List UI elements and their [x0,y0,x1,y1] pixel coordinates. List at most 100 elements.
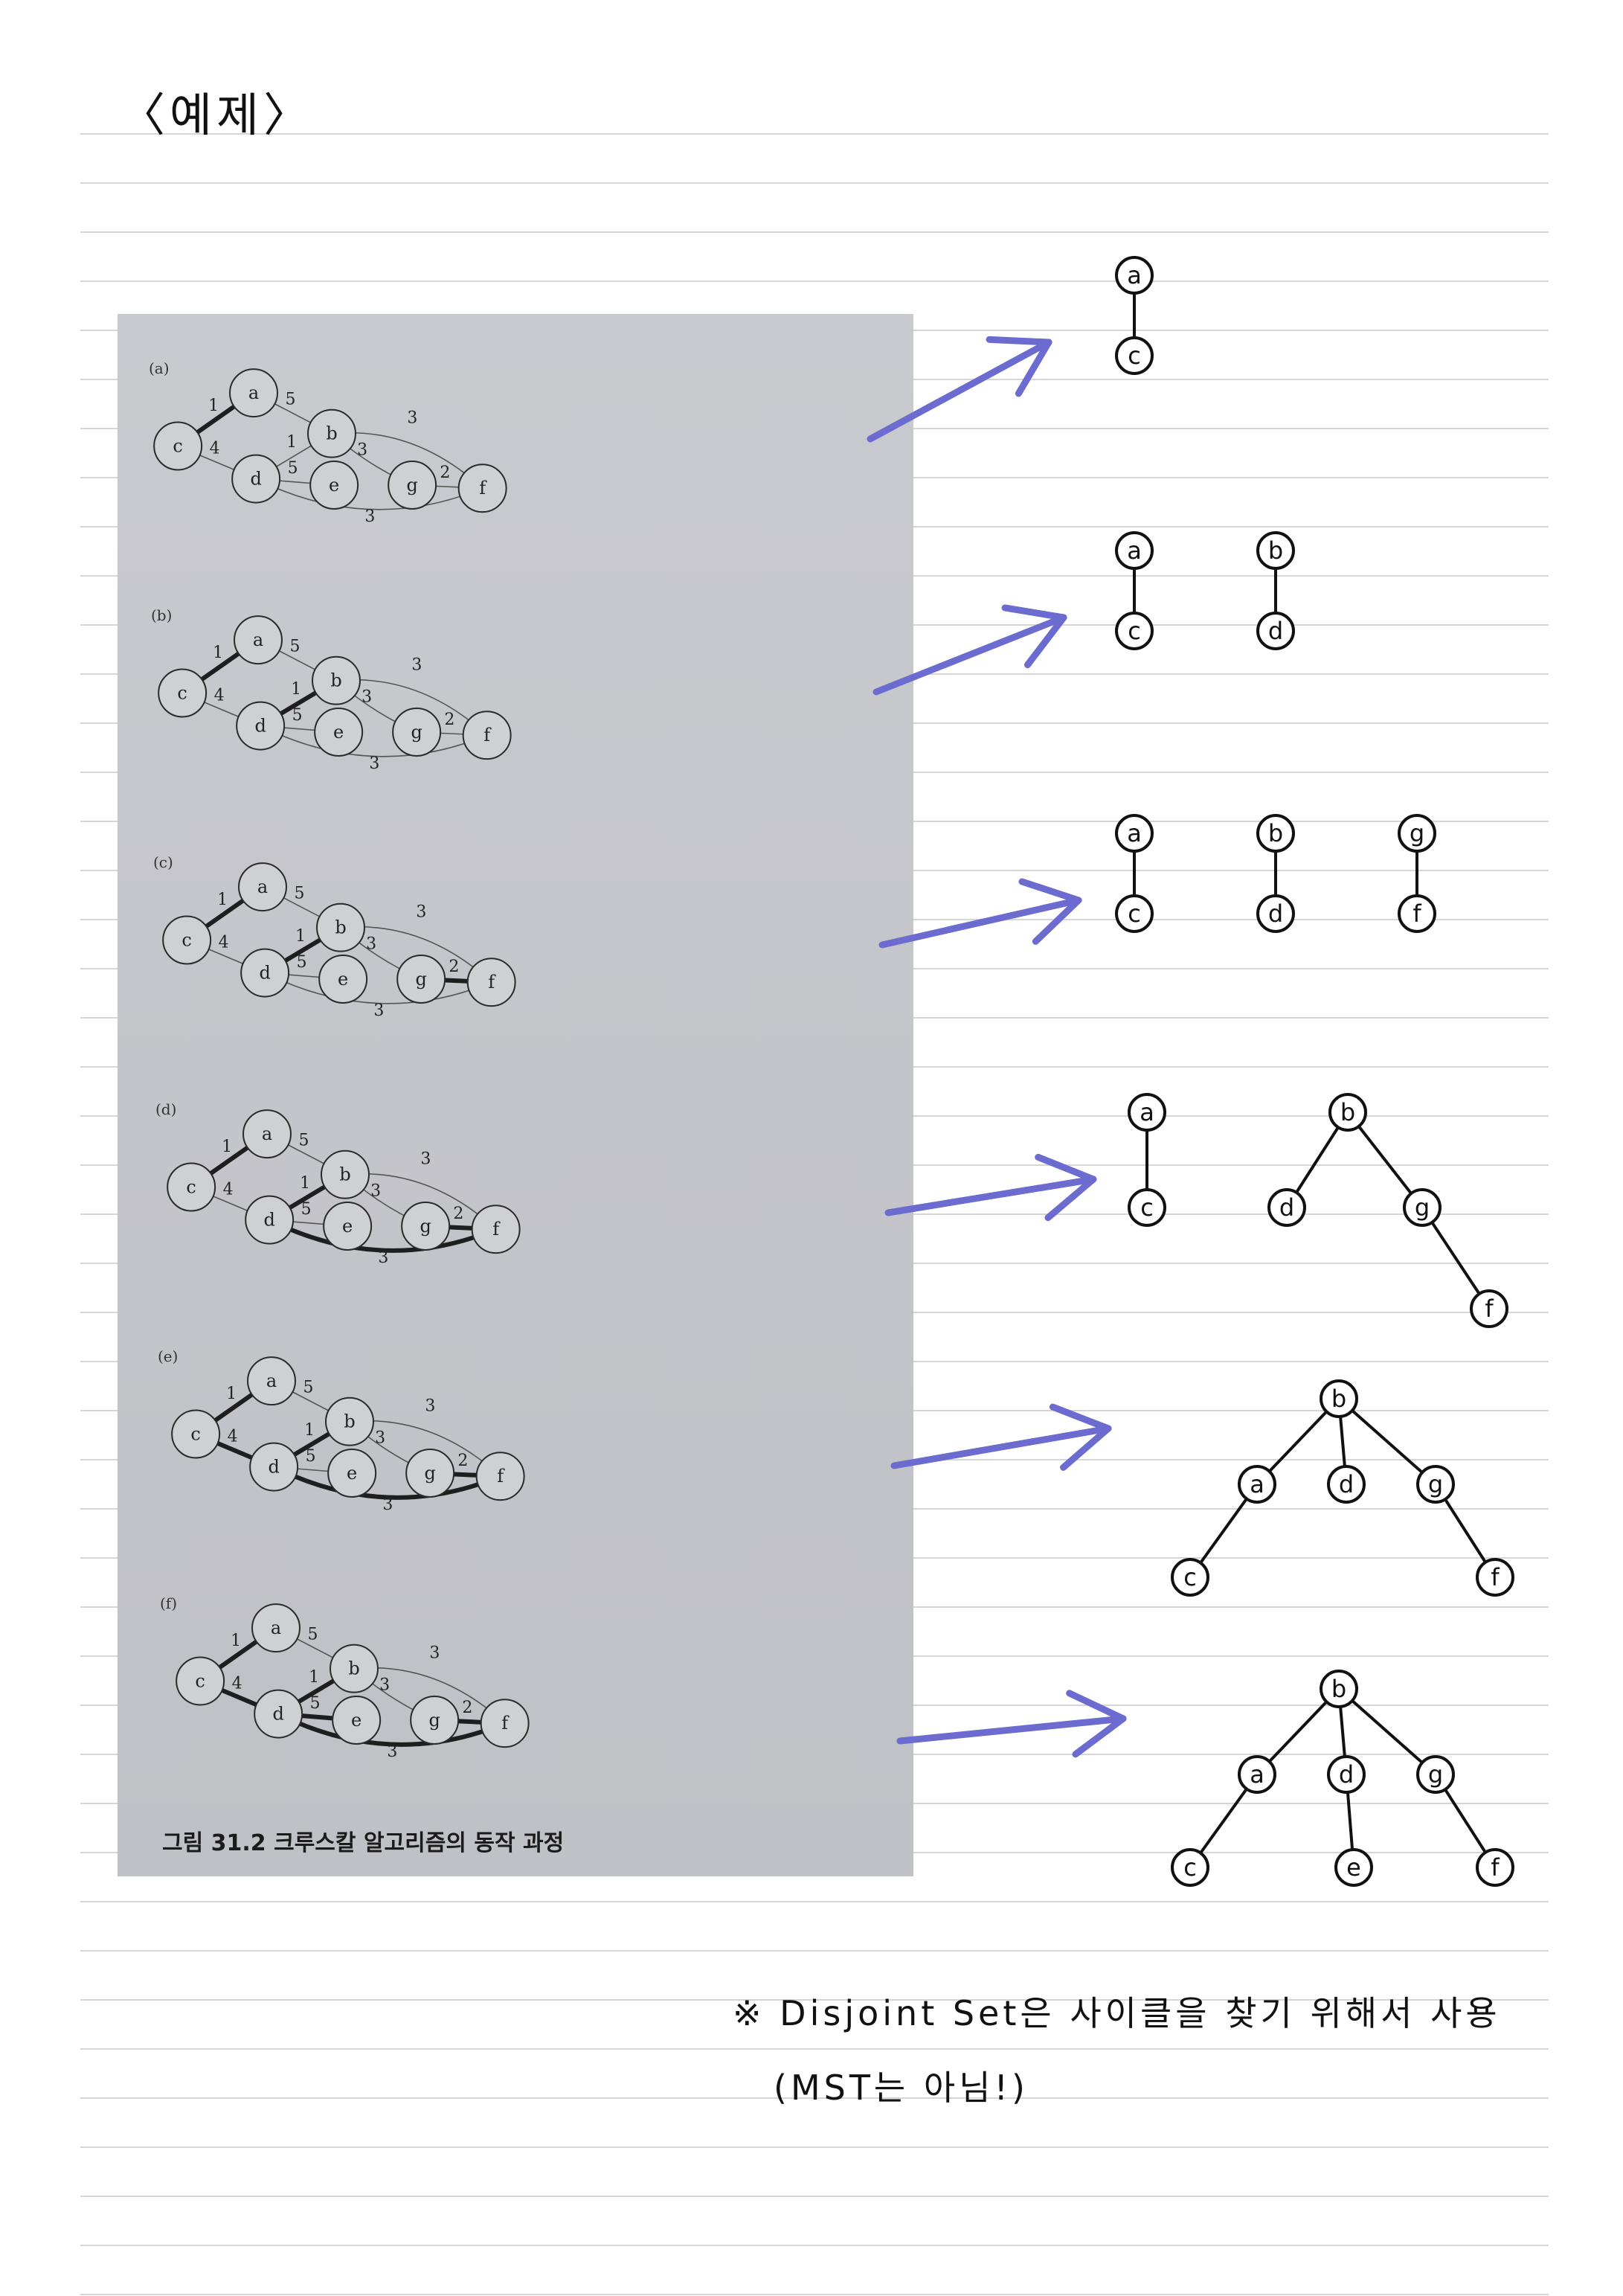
edge-weight-label: 3 [407,409,417,428]
edge-weight-label: 1 [213,644,223,662]
edge-weight-label: 5 [290,637,301,655]
forest-node-label: f [1485,1295,1494,1323]
edge-weight-label: 3 [387,1742,397,1761]
graph-node-a [234,615,283,665]
forest-node-a [1115,814,1154,853]
edge-weight-label: 5 [292,706,303,725]
forest-node-label: c [1183,1853,1197,1882]
forest-node-e [1334,1848,1373,1887]
edge-weight-label: 5 [299,1131,309,1149]
graph-node-d [240,948,290,998]
graph-node-label: b [348,1658,359,1679]
edge-weight-label: 3 [366,934,376,953]
graph-node-g [401,1202,451,1251]
arrow-shaft [872,614,1067,696]
forest-node-label: f [1491,1853,1500,1882]
edge-weight-label: 1 [286,433,297,452]
graph-node-label: f [492,1219,501,1240]
forest-node-g [1403,1188,1442,1227]
graph-node-b [321,1149,370,1199]
graph-node-label: a [266,1370,277,1391]
graph-node-b [307,408,356,458]
step-label: (c) [153,853,173,871]
graph-node-label: f [488,972,496,993]
edge-weight-label: 4 [214,687,225,705]
edge-weight-label: 2 [462,1699,472,1717]
graph-node-label: e [347,1463,357,1484]
forest-node-d [1267,1188,1306,1227]
graph-node-c [167,1162,216,1212]
forest-node-b [1328,1093,1367,1132]
page-title: 〈예제〉 [119,88,315,142]
graph-node-a [242,1109,292,1159]
step-arrow [884,1153,1097,1222]
graph-node-label: d [268,1457,279,1478]
forest-node-label: a [1250,1760,1264,1789]
graph-node-label: b [335,917,346,938]
forest-node-label: a [1127,536,1142,565]
forest-link [1421,1206,1491,1310]
edge-weight-label: 2 [453,1205,463,1223]
forest-node-label: a [1127,819,1142,847]
forest-node-g [1398,814,1436,853]
graph-node-label: e [338,969,348,990]
graph-node-b [325,1396,374,1446]
graph-node-d [236,701,286,751]
graph-node-label: e [351,1710,361,1731]
edge-weight-label: 5 [308,1625,318,1644]
edge-weight-label: 1 [304,1421,315,1440]
edge-weight-label: 1 [208,397,219,415]
forest-node-c [1115,894,1154,933]
graph-node-label: e [329,475,339,496]
graph-node-label: g [428,1710,440,1731]
edge-weight-label: 3 [370,1181,381,1200]
graph-node-label: d [250,469,261,490]
graph-node-label: a [257,876,268,897]
graph-edge-d-f [260,725,487,757]
forest-node-d [1327,1755,1366,1794]
arrow-head [1044,1176,1097,1222]
graph-node-label: a [248,382,259,403]
forest-node-label: d [1268,617,1283,645]
forest-node-label: e [1346,1853,1361,1882]
forest-node-a [1115,256,1154,295]
graph-node-g [396,955,446,1004]
figure-caption: 그림 31.2 크루스칼 알고리즘의 동작 과정 [162,1830,565,1856]
arrow-shaft [890,1425,1112,1469]
forest-node-g [1416,1465,1455,1504]
graph-node-g [388,461,437,510]
graph-node-label: c [195,1671,205,1692]
forest-node-d [1256,612,1295,650]
forest-node-f [1476,1848,1514,1887]
edge-weight-label: 3 [375,1428,385,1447]
graph-node-a [238,862,287,912]
step-label: (f) [160,1594,177,1612]
forest-node-label: g [1415,1193,1430,1222]
forest-node-label: c [1128,900,1141,928]
graph-node-label: g [406,475,417,496]
graph-node-label: c [181,930,191,951]
forest-node-c [1171,1848,1209,1887]
step-label: (b) [151,606,172,624]
edge-weight-label: 2 [457,1452,468,1470]
edge-weight-label: 4 [228,1428,238,1446]
edge-weight-label: 2 [444,711,454,729]
edge-weight-label: 5 [295,884,305,902]
forest-node-b [1256,814,1295,853]
forest-node-label: a [1140,1098,1154,1126]
step-arrow [890,1403,1112,1471]
arrow-head [986,336,1052,346]
forest-node-c [1171,1558,1209,1597]
arrow-shaft [878,897,1082,949]
graph-node-e [314,708,364,757]
forest-node-a [1238,1755,1276,1794]
forest-node-label: b [1268,819,1283,847]
edge-weight-label: 2 [440,464,450,482]
